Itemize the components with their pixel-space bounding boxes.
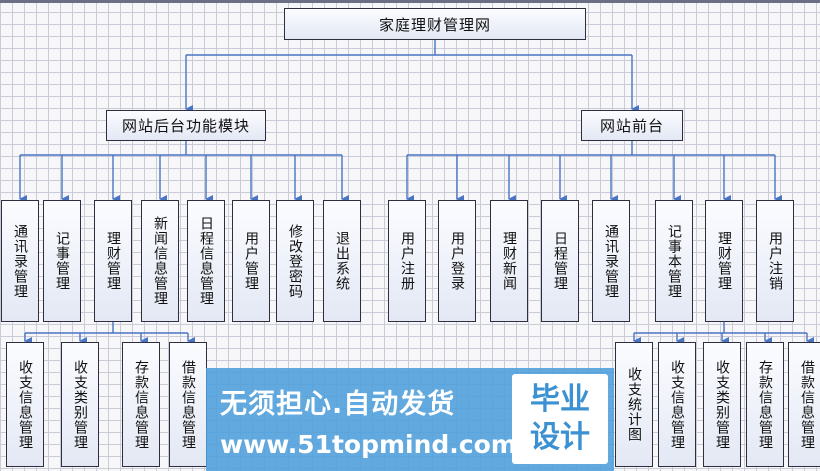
frontend-finance-node: 收支统计图	[615, 342, 653, 467]
frontend-node: 网站前台	[581, 110, 683, 141]
backend-child-node: 理财管理	[94, 200, 132, 322]
frontend-child-node: 用户注册	[388, 200, 426, 322]
watermark-url: www.51topmind.com	[220, 430, 517, 459]
backend-finance-node: 存款信息管理	[122, 342, 160, 467]
backend-child-node: 退出系统	[323, 200, 361, 322]
watermark-badge: 毕业 设计	[512, 374, 608, 464]
frontend-child-node: 用户注销	[756, 200, 794, 322]
backend-child-node: 用户管理	[232, 200, 270, 322]
watermark-slogan: 无须担心.自动发货	[220, 389, 456, 420]
frontend-finance-node: 收支信息管理	[658, 342, 696, 467]
badge-text-top: 毕业	[530, 382, 590, 417]
frontend-child-node: 理财管理	[705, 200, 743, 322]
backend-finance-node: 借款信息管理	[169, 342, 207, 467]
frontend-child-node: 日程管理	[541, 200, 579, 322]
backend-child-node: 日程信息管理	[187, 200, 225, 322]
frontend-finance-node: 借款信息管理	[788, 342, 820, 467]
backend-child-node: 修改登密码	[276, 200, 314, 322]
frontend-child-node: 用户登录	[438, 200, 476, 322]
frontend-finance-node: 存款信息管理	[746, 342, 784, 467]
frontend-child-node: 通讯录管理	[592, 200, 630, 322]
root-node: 家庭理财管理网	[284, 8, 586, 40]
frontend-finance-node: 收支类别管理	[703, 342, 741, 467]
frontend-child-node: 记事本管理	[655, 200, 693, 322]
backend-child-node: 新闻信息管理	[141, 200, 179, 322]
backend-finance-node: 收支类别管理	[61, 342, 99, 467]
badge-text-bottom: 设计	[530, 420, 590, 455]
watermark-banner: 无须担心.自动发货 www.51topmind.com 毕业 设计	[206, 368, 614, 471]
top-border	[0, 0, 820, 3]
backend-child-node: 记事管理	[43, 200, 81, 322]
backend-child-node: 通讯录管理	[1, 200, 39, 322]
backend-node: 网站后台功能模块	[106, 110, 266, 141]
frontend-child-node: 理财新闻	[490, 200, 528, 322]
backend-finance-node: 收支信息管理	[6, 342, 44, 467]
